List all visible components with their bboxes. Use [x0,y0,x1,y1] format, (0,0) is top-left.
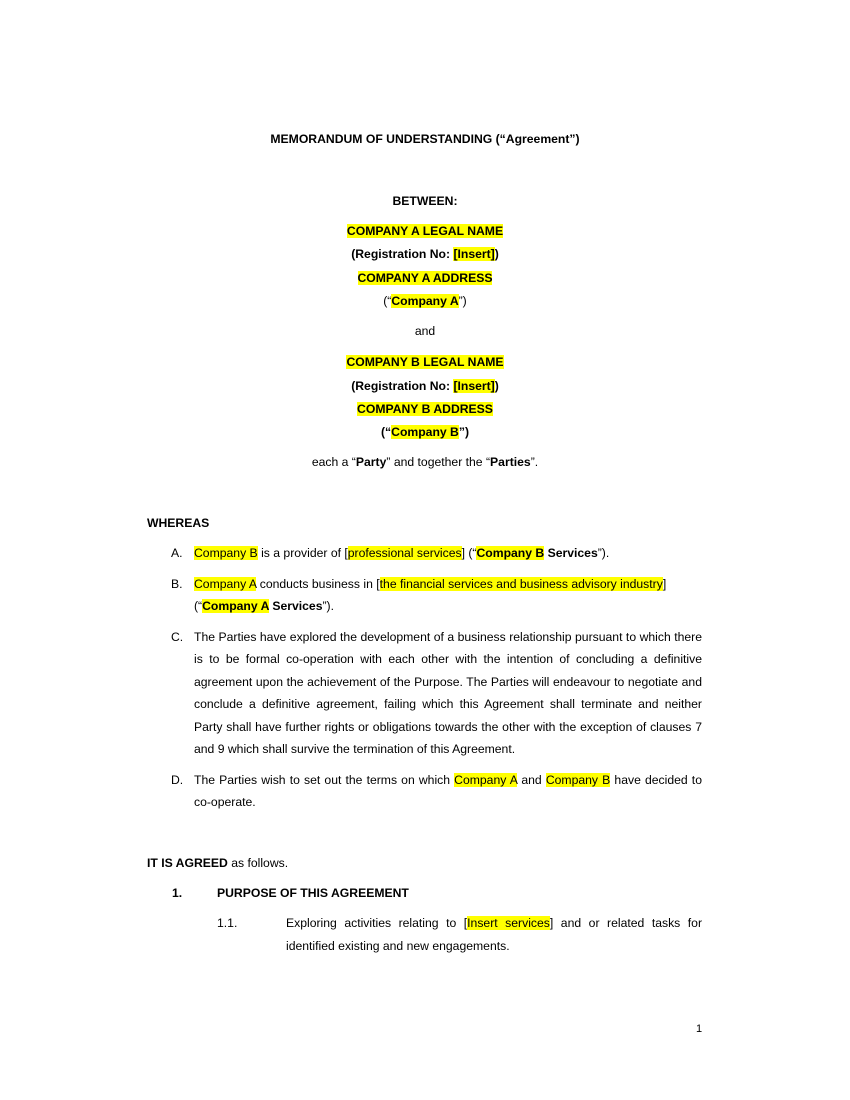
company-b-placeholder: Company B [545,773,611,787]
industry-placeholder: the financial services and business advi… [379,577,663,591]
text-fragment: ” and together the “ [386,455,491,469]
defined-term-company: Company B [476,546,545,560]
party-b-reg-value: [Insert] [453,379,495,393]
reg-close: ) [494,379,499,393]
text-fragment: ] and or related tasks for identified ex… [286,916,703,953]
party-a-registration: (Registration No: [Insert]) [0,247,850,261]
company-a-placeholder: Company A [194,577,257,591]
party-b-address: COMPANY B ADDRESS [0,402,850,416]
defined-term-services: Services [544,546,598,560]
text-fragment: conducts business in [ [256,577,380,591]
text-fragment: have decided to co-operate. [194,773,702,810]
clause-1-1-text: Exploring activities relating to [Insert… [286,912,702,958]
agreed-line: IT IS AGREED as follows. [147,857,288,869]
recital-a: Company B is a provider of [professional… [194,546,610,560]
party-b-registration: (Registration No: [Insert]) [0,379,850,393]
page-number: 1 [696,1023,703,1035]
recital-b-marker: B. [171,577,183,591]
agreed-bold: IT IS AGREED [147,856,228,870]
recital-d-marker: D. [171,773,184,787]
text-fragment: ”). [322,599,334,613]
text-fragment: Exploring activities relating to [ [286,916,468,930]
company-b-placeholder: Company B [194,546,258,560]
recital-b-line-1: Company A conducts business in [the fina… [194,577,667,591]
party-b-name-text: COMPANY B LEGAL NAME [346,355,504,369]
party-a-reg-value: [Insert] [453,247,495,261]
recital-c-text: The Parties have explored the developmen… [194,630,702,757]
clause-1-heading: PURPOSE OF THIS AGREEMENT [217,886,409,900]
recital-d: The Parties wish to set out the terms on… [194,769,702,814]
whereas-heading: WHEREAS [147,516,210,530]
defined-term-parties: Parties [490,455,531,469]
party-b-name: COMPANY B LEGAL NAME [0,355,850,369]
reg-label: (Registration No: [351,379,454,393]
quote-close: ”) [458,425,470,439]
party-a-name-text: COMPANY A LEGAL NAME [346,224,504,238]
and-separator: and [414,324,436,338]
defined-term-party: Party [355,455,387,469]
party-a-address: COMPANY A ADDRESS [0,271,850,285]
parties-definition: each a “Party” and together the “Parties… [0,456,850,468]
document-title: MEMORANDUM OF UNDERSTANDING (“Agreement”… [270,132,580,146]
party-b-short-name-text: Company B [391,425,459,439]
recital-a-marker: A. [171,546,183,560]
reg-label: (Registration No: [351,247,454,261]
clause-1-number: 1. [172,886,183,900]
insert-services-placeholder: Insert services [467,916,550,930]
company-a-placeholder: Company A [454,773,518,787]
party-b-address-text: COMPANY B ADDRESS [357,402,493,416]
text-fragment: The Parties wish to set out the terms on… [194,773,455,787]
text-fragment: ”. [530,455,539,469]
reg-close: ) [494,247,499,261]
text-fragment: ] (“ [461,546,477,560]
service-placeholder: professional services [347,546,462,560]
quote-open: (“ [380,425,392,439]
quote-open: (“ [383,294,392,308]
recital-c-marker: C. [171,630,184,644]
text-fragment: (“ [194,599,203,613]
text-fragment: ”). [597,546,610,560]
recital-b-line-2: (“Company A Services”). [194,599,334,613]
text-fragment: each a “ [311,455,356,469]
party-a-short-name-text: Company A [391,294,459,308]
text-fragment: and [517,773,546,787]
between-heading: BETWEEN: [392,194,458,208]
party-a-name: COMPANY A LEGAL NAME [0,224,850,238]
party-b-short-name: (“Company B”) [0,425,850,439]
text-fragment: ] [662,577,667,591]
defined-term-services: Services [268,599,323,613]
text-fragment: is a provider of [ [257,546,348,560]
defined-term-company: Company A [202,599,269,613]
quote-close: ”) [458,294,467,308]
party-a-address-text: COMPANY A ADDRESS [357,271,493,285]
clause-1-1-number: 1.1. [217,916,238,930]
text-fragment: as follows. [227,856,289,870]
party-a-short-name: (“Company A”) [0,294,850,308]
